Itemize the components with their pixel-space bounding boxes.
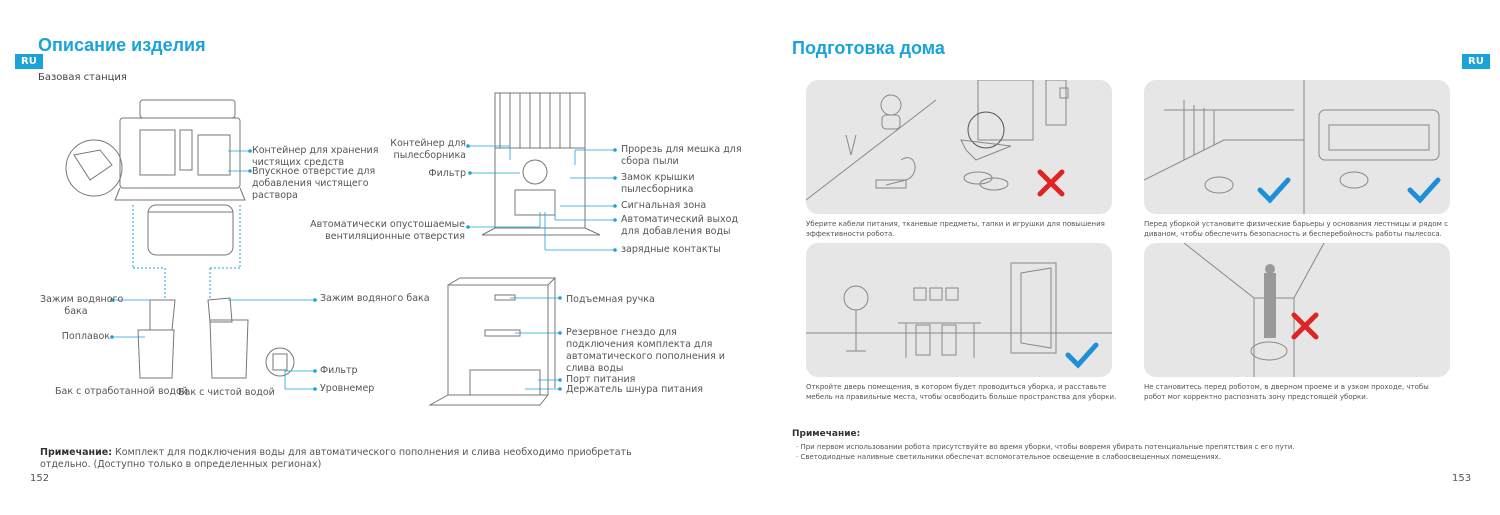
panel-remove-obstacles — [806, 80, 1112, 214]
label-float: Поплавок — [61, 331, 110, 342]
station-open-illustration — [66, 100, 245, 255]
caption-2: Перед уборкой установите физические барь… — [1144, 220, 1449, 238]
label-dust-container: Контейнер для пылесборника — [390, 138, 466, 161]
label-reserve-socket: Резервное гнездо для подключения комплек… — [566, 327, 725, 374]
label-auto-water-outlet: Автоматический выход для добавления воды — [621, 214, 739, 237]
label-filter-front: Фильтр — [428, 168, 466, 179]
cross-icon — [1291, 312, 1319, 340]
label-clean-tank: Бак с чистой водой — [178, 387, 275, 398]
left-lang-badge: RU — [15, 54, 43, 69]
label-dust-bag-slot: Прорезь для мешка для сбора пыли — [621, 144, 742, 167]
label-auto-empty-vents: Автоматически опустошаемые вентиляционны… — [310, 219, 465, 242]
left-note-text: Комплект для подключения воды для автома… — [40, 447, 632, 470]
panel-open-doors — [806, 243, 1112, 377]
right-page-number: 153 — [1452, 473, 1472, 484]
label-power-port: Порт питания — [566, 374, 636, 385]
left-page-number: 152 — [30, 473, 50, 484]
left-page-title: Описание изделия — [38, 35, 206, 55]
caption-1: Уберите кабели питания, тканевые предмет… — [806, 220, 1105, 238]
cross-icon — [1037, 169, 1065, 197]
check-icon — [1065, 342, 1099, 369]
label-charging-contacts: зарядные контакты — [621, 244, 721, 255]
base-station-diagrams — [0, 0, 617, 515]
station-front-illustration — [482, 93, 600, 235]
label-lift-handle: Подъемная ручка — [566, 294, 655, 305]
label-tank-clip-right: Зажим водяного бака — [320, 293, 430, 304]
label-filter-tank: Фильтр — [320, 365, 358, 376]
label-level-gauge: Уровнемер — [320, 383, 375, 394]
label-dust-lid-lock: Замок крышки пылесборника — [621, 172, 695, 195]
left-note-label: Примечание: — [40, 447, 113, 458]
right-lang-badge: RU — [1462, 54, 1490, 69]
check-icon — [1407, 177, 1441, 204]
left-subtitle: Базовая станция — [38, 72, 127, 83]
right-note-2: · Светодиодные наливные светильники обес… — [796, 453, 1221, 461]
panel-do-not-block — [1144, 243, 1450, 377]
left-note: Примечание: Комплект для подключения вод… — [40, 447, 632, 471]
label-cleaner-container: Контейнер для хранения чистящих средств — [252, 145, 379, 168]
right-page-title: Подготовка дома — [792, 38, 945, 58]
label-tank-clip-left: Зажим водяного бака — [40, 294, 124, 317]
check-icon — [1257, 177, 1291, 204]
caption-4: Не становитесь перед роботом, в дверном … — [1144, 383, 1429, 401]
label-cleaner-inlet: Впускное отверстие для добавления чистящ… — [252, 166, 376, 201]
right-note-label: Примечание: — [792, 429, 861, 439]
label-signal-zone: Сигнальная зона — [621, 200, 707, 211]
right-note-1: · При первом использовании робота присут… — [796, 443, 1295, 451]
station-back-illustration — [430, 278, 555, 405]
panel-barriers — [1144, 80, 1450, 214]
caption-3: Откройте дверь помещения, в котором буде… — [806, 383, 1117, 401]
label-cord-holder: Держатель шнура питания — [566, 384, 703, 395]
label-dirty-tank: Бак с отработанной водой — [55, 386, 188, 397]
tanks-illustration — [138, 298, 294, 378]
